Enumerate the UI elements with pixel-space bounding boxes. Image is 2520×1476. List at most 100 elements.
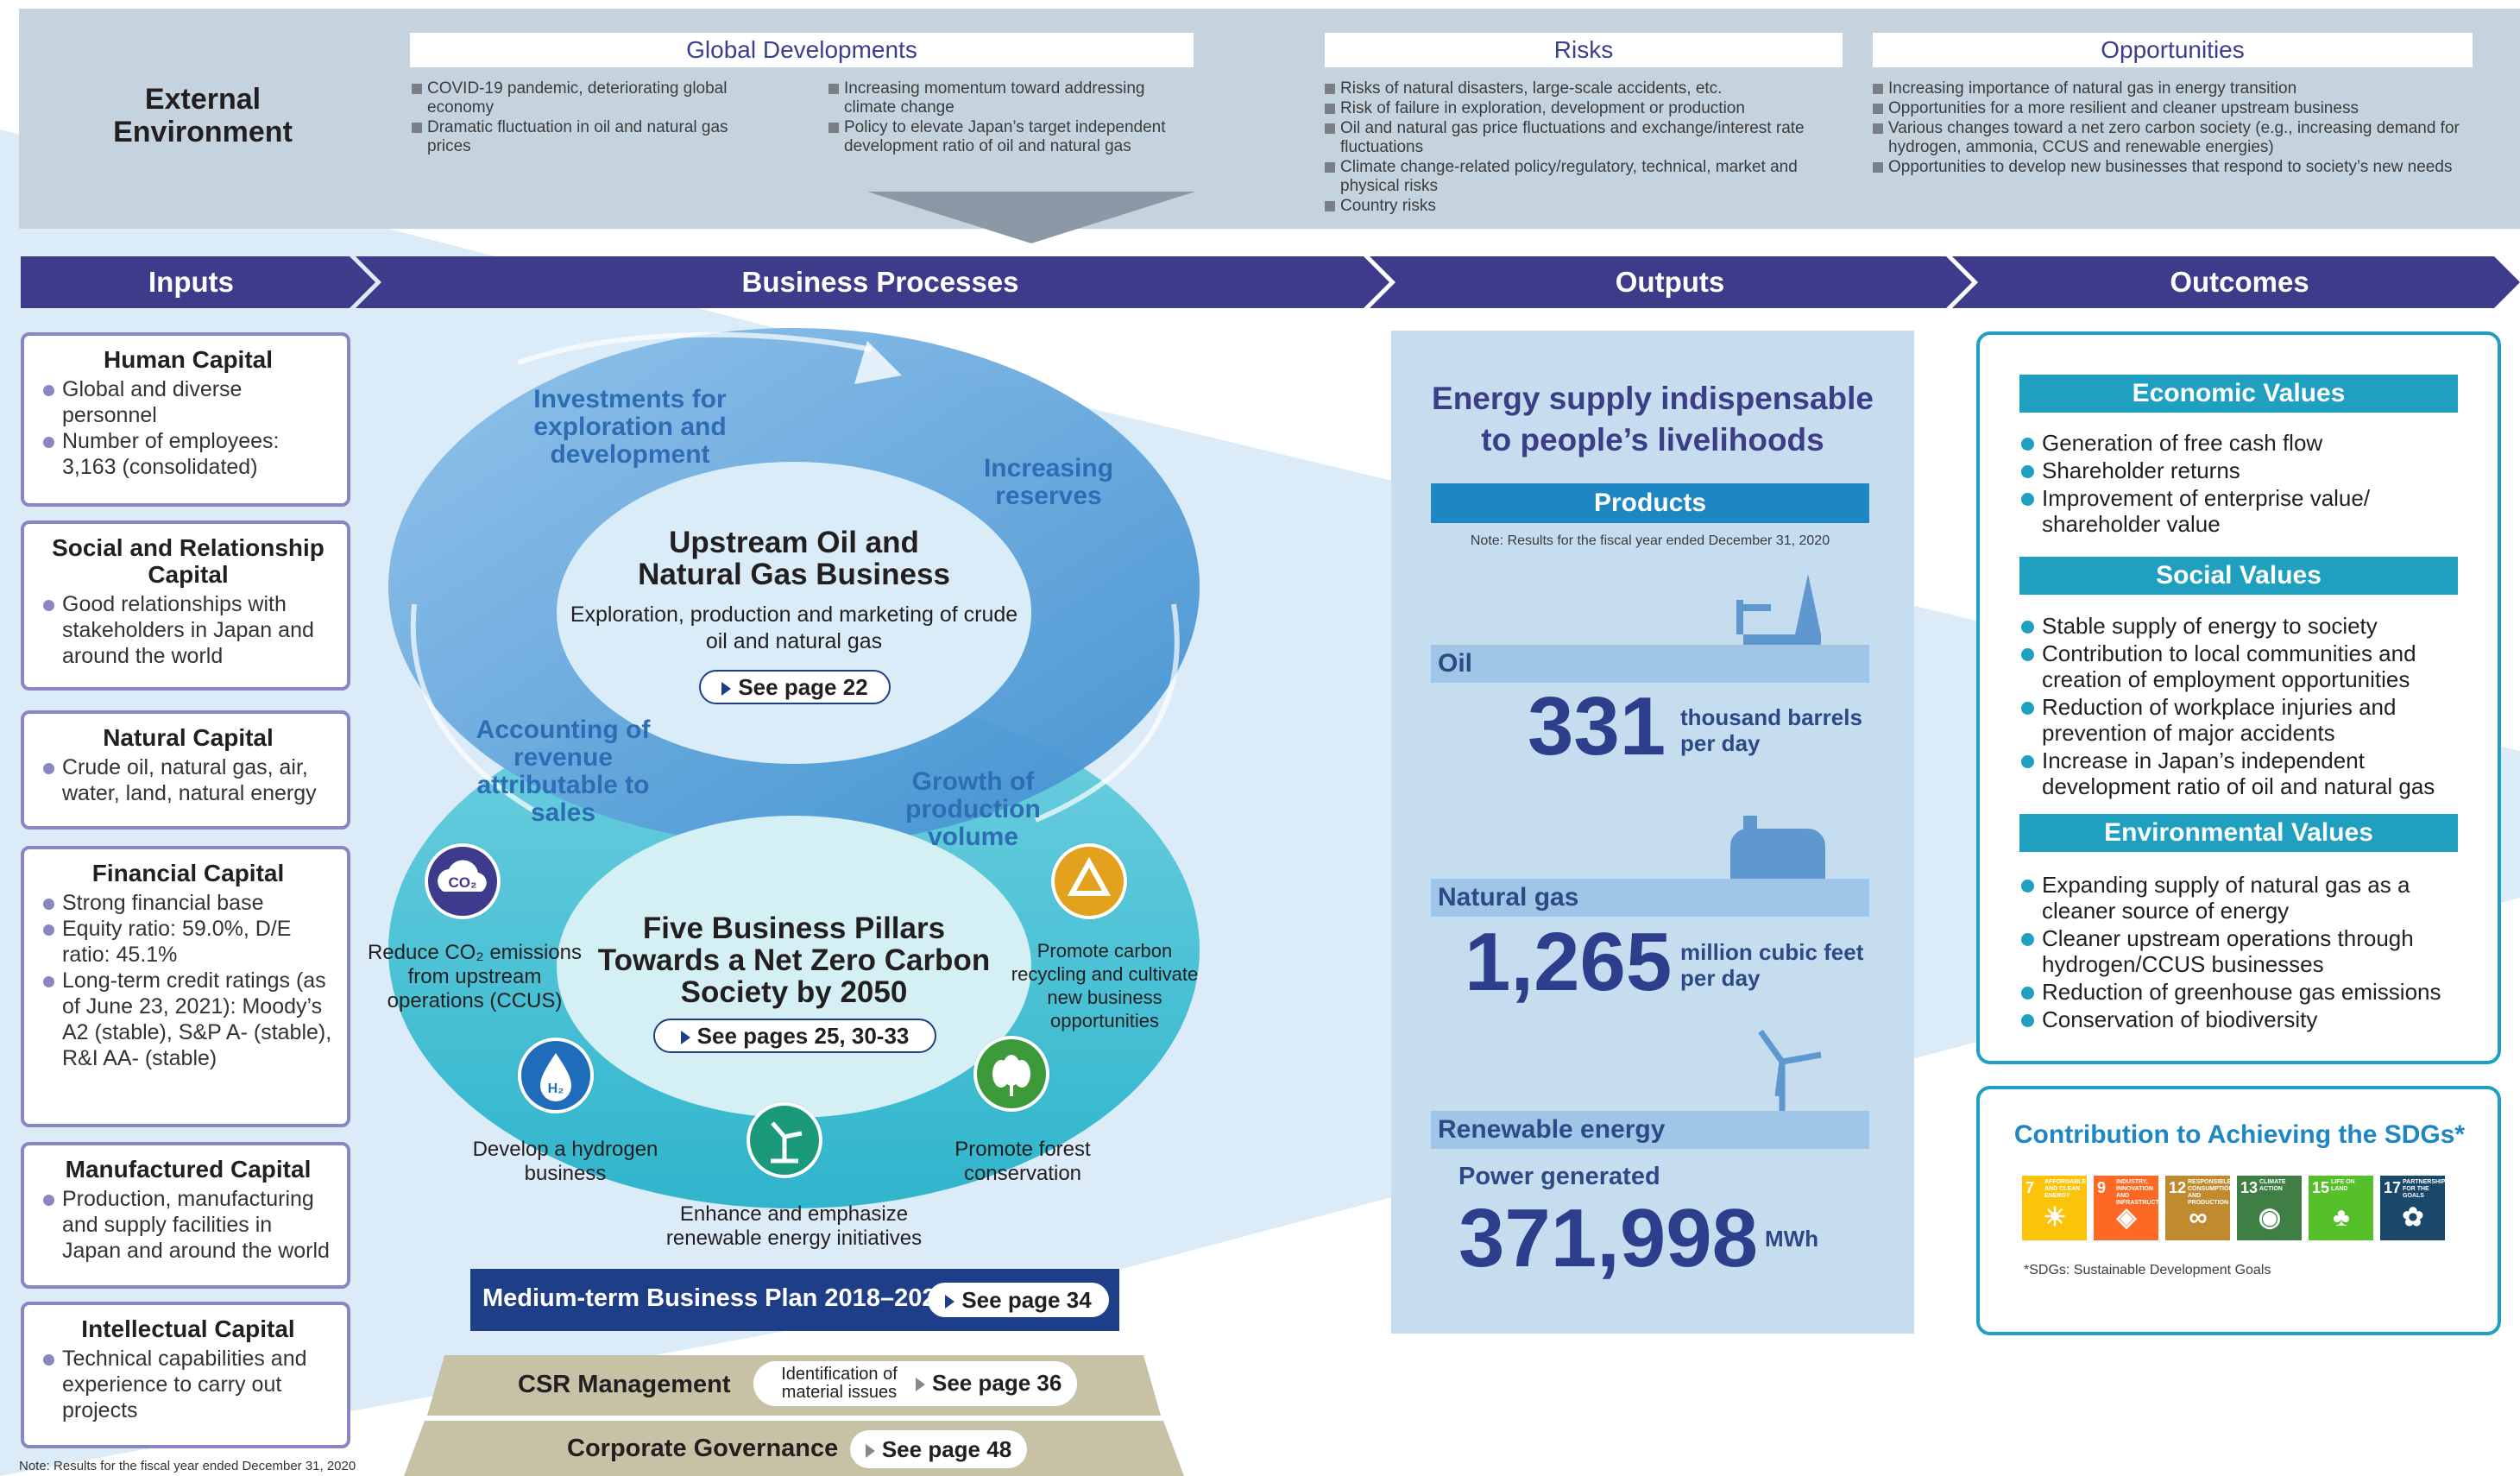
list-item: Stable supply of energy to society (2019, 613, 2477, 639)
list-item: Shareholder returns (2019, 457, 2468, 483)
governance-see-page-link[interactable]: See page 48 (850, 1430, 1027, 1468)
list-item: Strong financial base (41, 890, 335, 916)
sdg-goal-symbol: ✿ (2402, 1203, 2424, 1232)
oil-value: 331 (1528, 680, 1666, 773)
outputs-note: Note: Results for the fiscal year ended … (1470, 533, 1830, 548)
sdg-goal-label: CLIMATE ACTION (2259, 1179, 2286, 1192)
external-environment-title: External Environment (113, 83, 293, 148)
list-item: Good relationships with stakeholders in … (41, 591, 335, 669)
social-values-list: Stable supply of energy to society Contr… (2019, 613, 2477, 801)
oil-unit: thousand barrels per day (1680, 704, 1862, 756)
list-item: Increase in Japan’s independent developm… (2019, 747, 2477, 799)
renewable-band: Renewable energy (1431, 1111, 1869, 1149)
renewable-label: Enhance and emphasize renewable energy i… (665, 1202, 923, 1250)
list-item: Dramatic fluctuation in oil and natural … (412, 118, 774, 156)
capital-title: Intellectual Capital (81, 1315, 295, 1342)
list-item: Expanding supply of natural gas as a cle… (2019, 872, 2468, 924)
pillars-see-page-link[interactable]: See pages 25, 30-33 (653, 1019, 936, 1053)
oil-band: Oil (1431, 645, 1869, 683)
renewable-icon (747, 1102, 822, 1178)
products-header: Products (1431, 483, 1869, 523)
sdg-goal-label: INDUSTRY, INNOVATION AND INFRASTRUCTURE (2116, 1179, 2172, 1206)
gas-unit: million cubic feet per day (1680, 939, 1864, 991)
capital-box-human: Human Capital Global and diverse personn… (21, 332, 350, 507)
list-item: Various changes toward a net zero carbon… (1873, 119, 2477, 157)
sdg-goal-symbol: ♣ (2333, 1203, 2350, 1232)
sdg-goal-number: 7 (2025, 1179, 2035, 1196)
upstream-inner (557, 462, 1031, 764)
sdg-goal-symbol: ◈ (2116, 1203, 2137, 1232)
outcomes-panel (1976, 331, 2501, 1064)
list-item: Increasing momentum toward addressing cl… (828, 79, 1200, 117)
play-icon (680, 1031, 690, 1045)
svg-text:CO₂: CO₂ (448, 874, 476, 891)
sdgs-title: Contribution to Achieving the SDGs* (2013, 1120, 2466, 1149)
capital-title: Social and Relationship Capital (52, 534, 324, 588)
sdgs-note: *SDGs: Sustainable Development Goals (2024, 1263, 2271, 1277)
list-item: Oil and natural gas price fluctuations a… (1325, 119, 1843, 157)
gas-value: 1,265 (1465, 916, 1673, 1008)
sdg-goal-symbol: ☀ (2043, 1203, 2067, 1232)
play-icon (916, 1378, 925, 1392)
chevron-outcomes (1952, 256, 2520, 308)
ccus-icon: CO₂ (425, 843, 501, 919)
outcomes-label: Outcomes (2170, 266, 2309, 298)
capital-box-intellectual: Intellectual Capital Technical capabilit… (21, 1302, 350, 1448)
capital-title: Natural Capital (103, 724, 274, 751)
list-item: Policy to elevate Japan’s target indepen… (828, 118, 1200, 156)
list-item: Equity ratio: 59.0%, D/E ratio: 45.1% (41, 916, 335, 968)
risks-list: Risks of natural disasters, large-scale … (1325, 79, 1843, 217)
list-item: Production, manufacturing and supply fac… (41, 1186, 335, 1264)
csr-management-label: CSR Management (518, 1371, 731, 1398)
list-item: Risk of failure in exploration, developm… (1325, 99, 1843, 118)
svg-text:H₂: H₂ (548, 1082, 564, 1096)
opportunities-list: Increasing importance of natural gas in … (1873, 79, 2477, 178)
growth-arrow-label: Growth of production volume (905, 767, 1041, 851)
medium-term-plan-bar: Medium-term Business Plan 2018–2022 See … (470, 1269, 1119, 1331)
upstream-see-page-link[interactable]: See page 22 (699, 670, 891, 704)
list-item: Climate change-related policy/regulatory… (1325, 158, 1843, 196)
inputs-note: Note: Results for the fiscal year ended … (19, 1459, 356, 1473)
csr-pill[interactable]: Identification of material issues See pa… (753, 1361, 1077, 1406)
list-item: Conservation of biodiversity (2019, 1006, 2468, 1032)
mtbp-see-page-link[interactable]: See page 34 (928, 1283, 1109, 1317)
inputs-label: Inputs (148, 266, 234, 298)
upstream-title: Upstream Oil and Natural Gas Business (638, 526, 950, 591)
list-item: Risks of natural disasters, large-scale … (1325, 79, 1843, 98)
risks-header: Risks (1325, 33, 1843, 67)
list-item: Contribution to local communities and cr… (2019, 640, 2477, 692)
capital-box-manufactured: Manufactured Capital Production, manufac… (21, 1142, 350, 1289)
corporate-governance-label: Corporate Governance (567, 1435, 839, 1462)
capital-title: Financial Capital (91, 860, 285, 886)
carbon-recycling-label: Promote carbon recycling and cultivate n… (1011, 940, 1199, 1031)
hydrogen-label: Develop a hydrogen business (472, 1138, 658, 1185)
business-processes-label: Business Processes (741, 266, 1019, 298)
sdg-goal-number: 9 (2097, 1179, 2107, 1196)
forest-icon (973, 1036, 1049, 1112)
play-icon (865, 1444, 875, 1459)
upstream-desc: Exploration, production and marketing of… (570, 602, 1018, 653)
list-item: Reduction of greenhouse gas emissions (2019, 979, 2468, 1005)
list-item: Crude oil, natural gas, air, water, land… (41, 754, 335, 806)
forest-label: Promote forest conservation (954, 1138, 1091, 1185)
social-values-header: Social Values (2019, 557, 2458, 595)
environmental-values-header: Environmental Values (2019, 814, 2458, 852)
csr-see-page-link[interactable]: See page 36 (916, 1370, 1062, 1397)
sdg-goal-number: 13 (2240, 1179, 2259, 1196)
economic-values-list: Generation of free cash flow Shareholder… (2019, 430, 2468, 539)
pillars-title: Five Business Pillars Towards a Net Zero… (597, 911, 991, 1009)
capital-title: Human Capital (103, 346, 274, 373)
sdg-goal-symbol: ◉ (2258, 1203, 2282, 1232)
external-down-arrow (867, 192, 1195, 243)
list-item: Reduction of workplace injuries and prev… (2019, 694, 2477, 746)
medium-term-plan-label: Medium-term Business Plan 2018–2022 (482, 1284, 950, 1312)
chevron-processes (356, 256, 1389, 308)
list-item: Number of employees: 3,163 (consolidated… (41, 428, 335, 480)
list-item: Opportunities to develop new businesses … (1873, 158, 2477, 177)
list-item: Increasing importance of natural gas in … (1873, 79, 2477, 98)
